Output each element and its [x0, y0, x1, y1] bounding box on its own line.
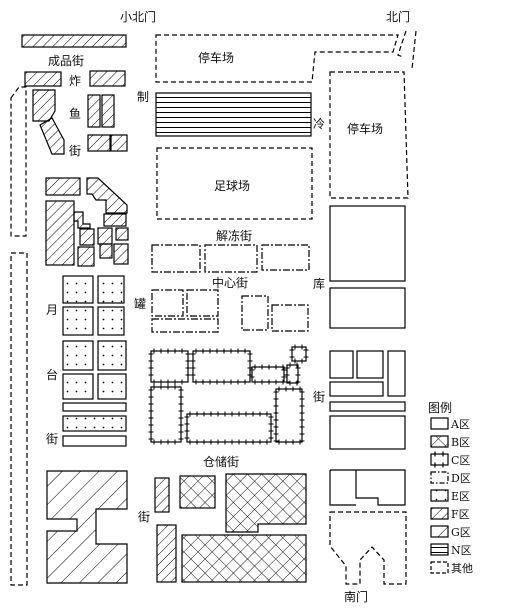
legend-swatch [430, 561, 449, 574]
g-block [46, 470, 128, 584]
f-block [156, 524, 177, 583]
f-block [89, 70, 126, 87]
f-block [103, 213, 127, 227]
f-block [73, 211, 91, 229]
gate-north: 北门 [386, 10, 411, 24]
refrigeration-block [155, 92, 312, 137]
street-label: 街 [69, 144, 82, 158]
legend-title: 图例 [428, 401, 453, 415]
street-label: 罐 [134, 297, 147, 311]
platform-strip [62, 435, 127, 447]
a-zone [329, 205, 406, 506]
street-label: 街 [46, 432, 59, 446]
legend-swatch [430, 471, 449, 484]
f-block [113, 243, 129, 265]
legend-swatch [430, 453, 449, 466]
f-block [86, 177, 128, 214]
legend-item-label: E区 [451, 490, 471, 503]
north-gate-road [397, 30, 417, 70]
football-field [156, 147, 313, 220]
legend-item-label: G区 [451, 526, 471, 539]
north-parking-boundary [155, 34, 399, 83]
d-zone [151, 244, 310, 333]
f-block [79, 228, 95, 246]
legend-swatch [430, 435, 449, 448]
f-block [39, 117, 65, 155]
e-zone [62, 275, 127, 432]
f-block [24, 71, 62, 87]
gate-north-small: 小北门 [120, 10, 157, 24]
legend-swatch [430, 507, 449, 520]
f-block [32, 89, 56, 122]
b-block [181, 534, 307, 583]
legend-item-label: D区 [451, 472, 471, 485]
legend-swatch [430, 489, 449, 502]
left-strip-lower [10, 252, 28, 586]
street-label: 成品街 [48, 54, 85, 68]
legend-swatch [430, 543, 449, 556]
street-label: 中心街 [212, 276, 249, 290]
legend-item-label: 其他 [451, 562, 473, 575]
legend-swatches [430, 417, 449, 574]
street-label: 台 [46, 368, 59, 382]
legend-item-label: C区 [451, 454, 471, 467]
f-block [154, 477, 170, 513]
f-block [99, 243, 113, 259]
f-block [97, 227, 113, 245]
street-label: 炸 [69, 74, 82, 88]
street-label: 冷 [313, 117, 326, 131]
street-label: 库 [313, 277, 326, 291]
gate-south: 南门 [344, 590, 369, 604]
parking-label: 停车场 [198, 51, 235, 65]
platform-strip [62, 402, 127, 412]
street-label: 鱼 [69, 107, 82, 121]
legend-item-label: F区 [451, 508, 470, 521]
chengpin-block [21, 34, 127, 48]
f-block [87, 134, 111, 152]
f-block [45, 177, 81, 196]
football-field-label: 足球场 [214, 179, 251, 193]
f-block [77, 246, 95, 267]
legend-item-label: A区 [451, 418, 470, 431]
east-parking-boundary [329, 71, 409, 199]
street-label: 制 [137, 90, 150, 104]
street-label: 月 [46, 303, 59, 317]
f-block [87, 94, 101, 128]
f-block [101, 94, 115, 128]
f-block [115, 227, 129, 241]
f-block [45, 200, 75, 266]
c-zone [150, 346, 307, 443]
legend-item-label: B区 [451, 436, 471, 449]
legend-swatch [430, 525, 449, 538]
legend-item-label: N区 [451, 544, 472, 557]
street-label: 街 [138, 510, 151, 524]
parking-label: 停车场 [347, 122, 384, 136]
left-strip-upper [10, 86, 27, 237]
street-label: 街 [313, 390, 326, 404]
f-block [110, 134, 128, 152]
street-label: 解冻街 [216, 229, 253, 243]
b-block [179, 475, 216, 509]
legend-swatch [430, 417, 449, 430]
south-gate-road [329, 511, 407, 585]
b-block [225, 473, 307, 533]
street-label: 仓储街 [203, 455, 240, 469]
